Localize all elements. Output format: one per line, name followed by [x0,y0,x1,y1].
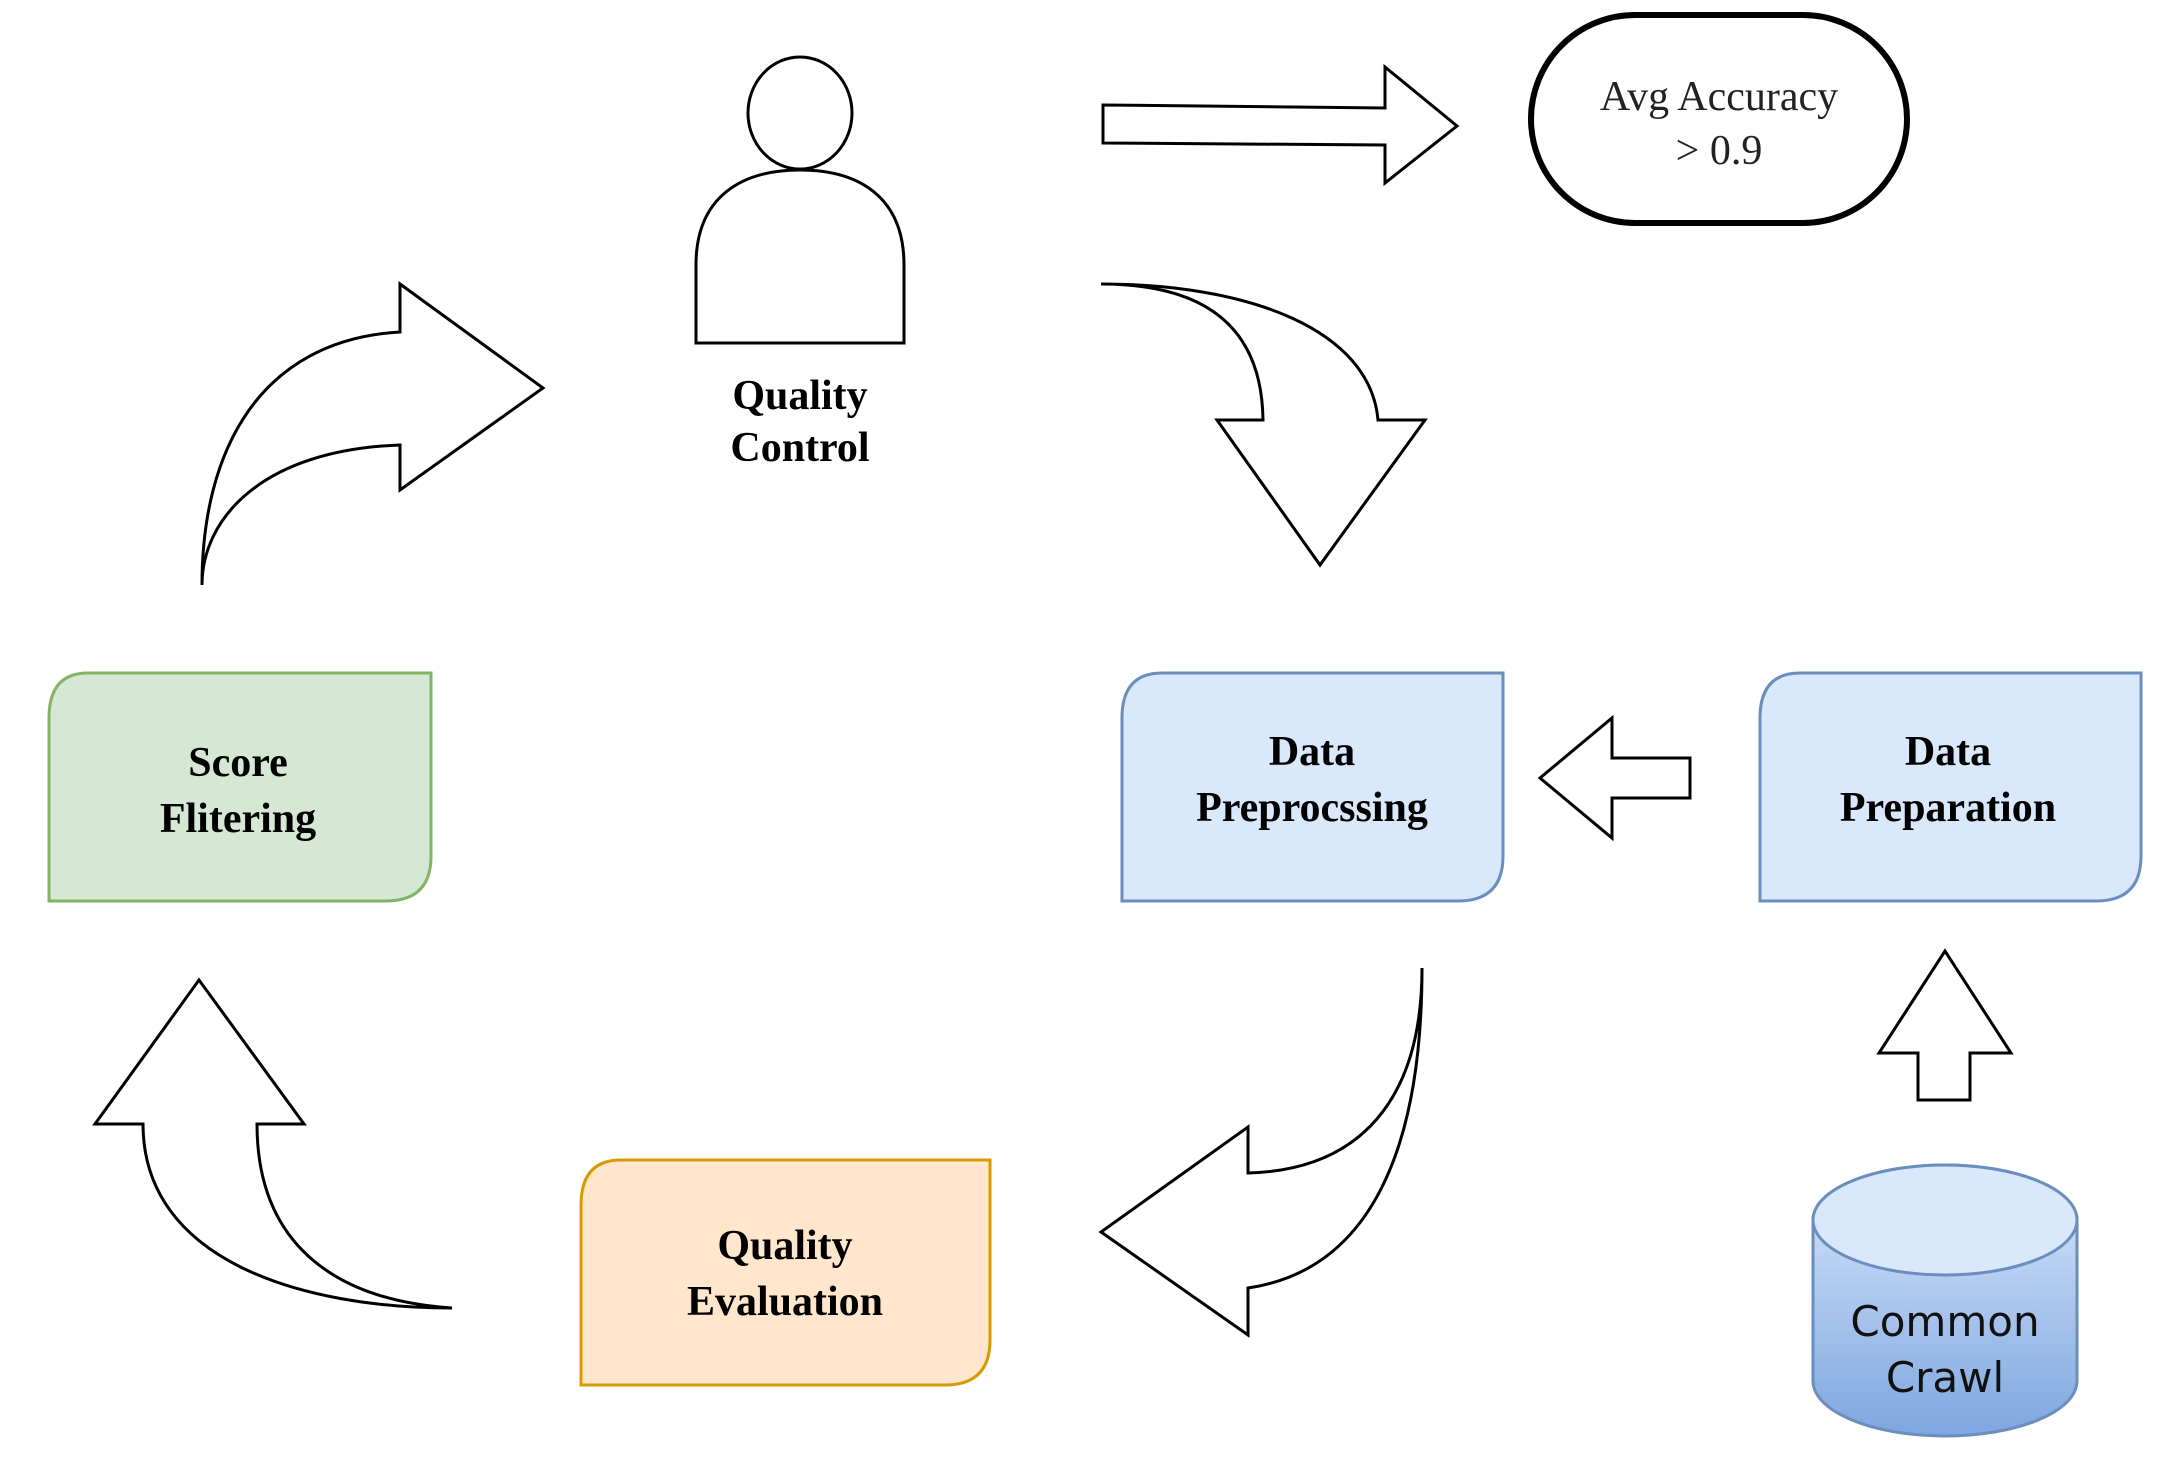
quality-evaluation-label-line2: Evaluation [687,1279,883,1325]
quality-evaluation-label-line1: Quality [717,1223,852,1269]
avg-accuracy-label-line2: > 0.9 [1676,128,1763,174]
curved-arrow-preprocessing-to-evaluation [1098,967,1424,1338]
data-preparation-label-line1: Data [1905,729,1991,775]
score-filtering-label-line2: Flitering [160,796,316,842]
common-crawl-label-line1: Common [1850,1297,2039,1346]
data-preparation-node[interactable] [1758,671,2143,903]
quality-control-label-line2: Control [730,425,869,471]
person-icon [694,55,906,345]
avg-accuracy-terminator [1528,12,1910,226]
curved-arrow-control-to-preprocessing [1100,282,1428,568]
up-arrow-crawl-to-preparation [1876,948,2014,1102]
quality-evaluation-node[interactable] [579,1158,992,1387]
avg-accuracy-label-line1: Avg Accuracy [1600,74,1838,120]
data-preprocessing-label-line1: Data [1269,729,1355,775]
score-filtering-label-line1: Score [188,740,288,786]
quality-control-label-line1: Quality [732,373,867,419]
right-arrow-to-accuracy [1101,63,1460,187]
data-preparation-label-line2: Preparation [1840,785,2056,831]
data-preprocessing-node[interactable] [1120,671,1505,903]
score-filtering-node[interactable] [47,671,433,903]
curved-arrow-filtering-to-control [200,281,546,586]
common-crawl-label-line2: Crawl [1886,1353,2004,1402]
curved-arrow-evaluation-to-filtering [92,977,453,1310]
data-preprocessing-label-line2: Preprocssing [1196,785,1428,831]
common-crawl-database[interactable] [1811,1163,2079,1438]
left-arrow-preparation-to-preprocessing [1537,714,1692,842]
